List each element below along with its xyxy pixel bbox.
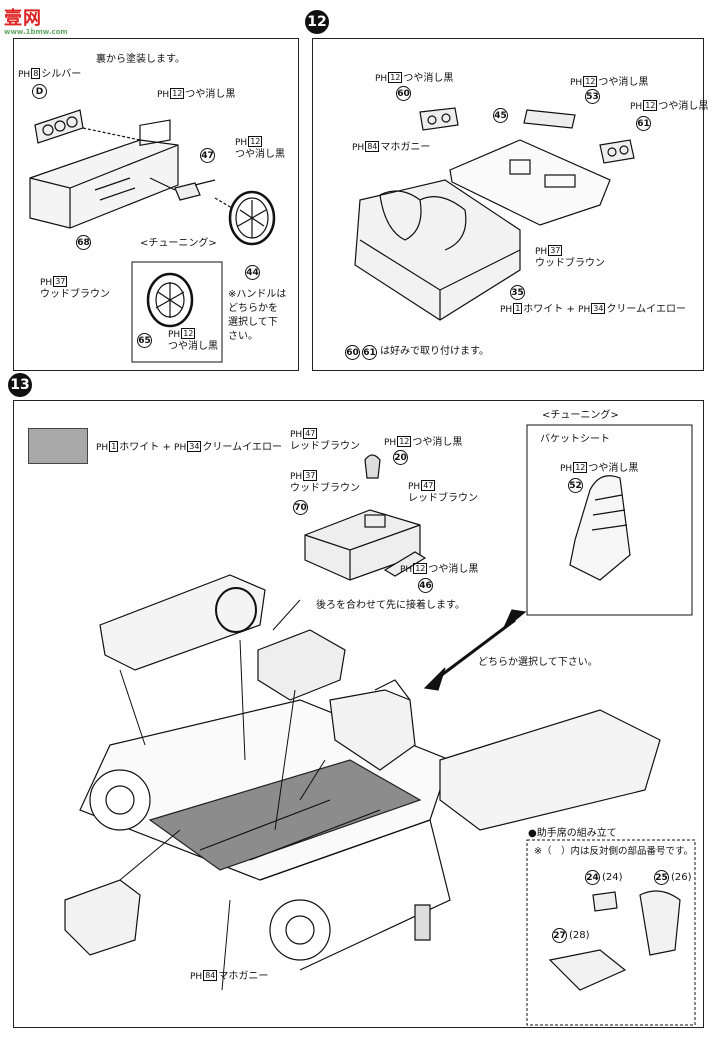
rear-seat-piece — [64, 879, 141, 956]
tuning-wheel-part-65 — [146, 272, 194, 328]
rear-seat-part-35 — [354, 179, 521, 321]
tuning-title-12: <チューニング> — [140, 238, 217, 249]
part-46-badge: 46 — [418, 578, 433, 593]
tuning-title-13: <チューニング> — [542, 410, 619, 421]
part-47-badge: 47 — [200, 148, 215, 163]
part-68-badge: 68 — [76, 235, 91, 250]
dashboard-part-68 — [29, 119, 179, 229]
speaker-part-53 — [523, 109, 576, 129]
step-number-13: 13 — [8, 373, 32, 397]
part-61-badge: 61 — [636, 116, 651, 131]
bucket-seat-part-52 — [569, 475, 631, 581]
part-60-badge: 60 — [396, 86, 411, 101]
parcel-shelf-part-45 — [449, 139, 611, 226]
gauge-panel-part-d — [34, 109, 141, 144]
passenger-seat-parts — [548, 890, 681, 991]
dashboard-assembled — [99, 574, 266, 671]
speaker-part-60 — [419, 107, 459, 131]
choose-note: どちらか選択して下さい。 — [478, 657, 598, 668]
switch-part-47 — [149, 177, 216, 201]
part-53-badge: 53 — [585, 89, 600, 104]
steering-wheel-part-44 — [214, 190, 276, 246]
part-20-badge: 20 — [393, 450, 408, 465]
shift-knob-part-20 — [364, 454, 381, 479]
part-d-badge: D — [32, 84, 47, 99]
color-swatch — [28, 428, 88, 464]
step-number-12: 12 — [305, 10, 329, 34]
footnote-optional: は好みで取り付けます。 — [380, 346, 489, 357]
bucket-seat-title: バケットシート — [540, 434, 610, 445]
console-assembled — [257, 629, 346, 701]
part-44-badge: 44 — [245, 265, 260, 280]
note-back-paint: 裏から塗装します。 — [96, 54, 185, 65]
part-35-badge: 35 — [510, 285, 525, 300]
part-24-badge: 24 — [585, 870, 600, 885]
part-28-opposite: (28) — [569, 930, 590, 941]
part-45-badge: 45 — [493, 108, 508, 123]
part-52-badge: 52 — [568, 478, 583, 493]
watermark-url: www.1bmw.com — [4, 28, 68, 36]
part-26-opposite: (26) — [671, 872, 692, 883]
bench-seat — [439, 709, 661, 831]
watermark-logo: 壹网 www.1bmw.com — [4, 4, 78, 36]
console-lid-part-46 — [383, 551, 427, 577]
part-25-badge: 25 — [654, 870, 669, 885]
part-24-opposite: (24) — [602, 872, 623, 883]
glue-note: 後ろを合わせて先に接着します。 — [316, 600, 465, 611]
footnote-badge-61: 61 — [362, 345, 377, 360]
part-70-badge: 70 — [293, 500, 308, 515]
footnote-badge-60: 60 — [345, 345, 360, 360]
front-seat-assembled — [329, 679, 416, 771]
part-27-badge: 27 — [552, 928, 567, 943]
passenger-title: ●助手席の組み立て — [528, 828, 617, 839]
passenger-note: ※（ ）内は反対側の部品番号です。 — [534, 846, 694, 857]
speaker-part-61 — [599, 139, 635, 164]
handle-note: ※ハンドルは どちらかを 選択して下 さい。 — [228, 289, 287, 342]
spring-part — [414, 904, 431, 941]
part-65-badge: 65 — [137, 333, 152, 348]
